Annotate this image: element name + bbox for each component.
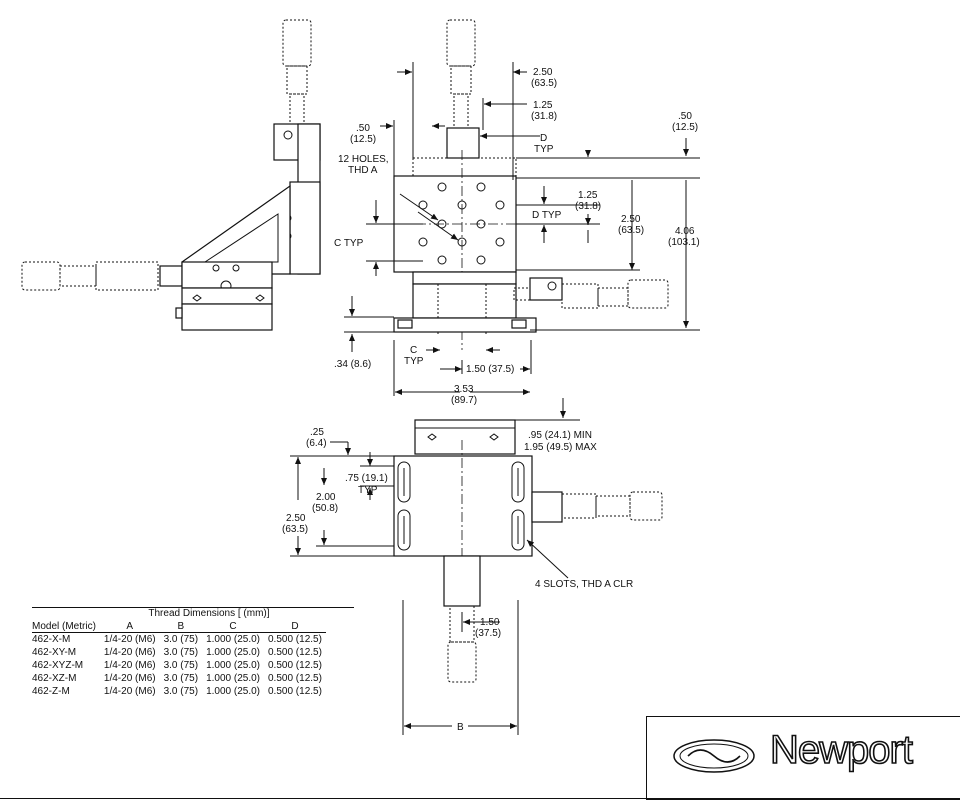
- dim-375-top-view: (37.5): [475, 628, 501, 639]
- cell: 0.500 (12.5): [268, 673, 322, 684]
- col-d: D: [264, 621, 326, 633]
- dim-50-right: .50: [678, 111, 692, 122]
- cell: 1/4-20 (M6): [103, 686, 156, 697]
- dim-125-left: (12.5): [350, 134, 376, 145]
- newport-logo-mark: [673, 739, 755, 773]
- cell: 1/4-20 (M6): [103, 647, 156, 658]
- cell: 3.0 (75): [163, 673, 199, 684]
- cell: 0.500 (12.5): [268, 647, 322, 658]
- c-label: C: [410, 345, 417, 356]
- cell: 462-X-M: [32, 634, 71, 645]
- cell: 0.500 (12.5): [268, 660, 322, 671]
- newport-logo-text: Newport: [769, 727, 914, 773]
- cell: 1/4-20 (M6): [103, 634, 156, 645]
- typ-label-2: TYP: [404, 356, 424, 367]
- holes-label-2: THD A: [348, 165, 378, 176]
- thread-dimensions-table: Thread Dimensions [ (mm)] Model (Metric)…: [32, 608, 326, 698]
- dim-250-top-view: 2.50: [286, 513, 306, 524]
- dim-150-375: 1.50 (37.5): [466, 364, 514, 375]
- top-view: .25 (6.4) .95 (24.1) MIN 1.95 (49.5) MAX…: [282, 398, 663, 735]
- cell: 1/4-20 (M6): [103, 673, 156, 684]
- cell: 1.000 (25.0): [206, 673, 260, 684]
- dim-95-min: .95 (24.1) MIN: [528, 430, 592, 441]
- dim-25: .25: [310, 427, 324, 438]
- dim-125-right: (12.5): [672, 122, 698, 133]
- dim-250-mid: 2.50: [621, 214, 641, 225]
- cell: 1.000 (25.0): [206, 647, 260, 658]
- dim-125-mid: 1.25: [578, 190, 598, 201]
- dim-897: (89.7): [451, 395, 477, 406]
- dim-34: .34 (8.6): [334, 359, 371, 370]
- dim-318-mid: (31.8): [575, 201, 601, 212]
- front-view: 2.50 (63.5) 1.25 (31.8) .50 (12.5) D TYP…: [334, 19, 700, 406]
- dim-635-mid: (63.5): [618, 225, 644, 236]
- dim-64: (6.4): [306, 438, 327, 449]
- slots-label: 4 SLOTS, THD A CLR: [535, 579, 633, 590]
- b-label: B: [457, 722, 464, 733]
- col-b: B: [159, 621, 203, 633]
- table-row: 462-X-M 1/4-20 (M6) 3.0 (75) 1.000 (25.0…: [32, 633, 326, 647]
- table-row: 462-XZ-M 1/4-20 (M6) 3.0 (75) 1.000 (25.…: [32, 672, 326, 685]
- table-header-row: Model (Metric) A B C D: [32, 621, 326, 633]
- dim-508: (50.8): [312, 503, 338, 514]
- dim-635-top-view: (63.5): [282, 524, 308, 535]
- col-a: A: [99, 621, 160, 633]
- c-typ-left: C TYP: [334, 238, 364, 249]
- cell: 1.000 (25.0): [206, 634, 260, 645]
- dim-75: .75 (19.1): [345, 473, 388, 484]
- dim-318-top: (31.8): [531, 111, 557, 122]
- typ-label-top: TYP: [358, 485, 378, 496]
- cell: 462-XZ-M: [32, 673, 77, 684]
- dim-1031: (103.1): [668, 237, 700, 248]
- typ-label-1: TYP: [534, 144, 554, 155]
- dim-250-top: 2.50: [533, 67, 553, 78]
- cell: 462-Z-M: [32, 686, 70, 697]
- col-c: C: [202, 621, 264, 633]
- cell: 1.000 (25.0): [206, 660, 260, 671]
- dim-125-top: 1.25: [533, 100, 553, 111]
- d-typ-label: D TYP: [532, 210, 562, 221]
- cell: 462-XYZ-M: [32, 660, 84, 671]
- table-row: 462-Z-M 1/4-20 (M6) 3.0 (75) 1.000 (25.0…: [32, 685, 326, 698]
- table-row: 462-XY-M 1/4-20 (M6) 3.0 (75) 1.000 (25.…: [32, 646, 326, 659]
- dim-406: 4.06: [675, 226, 695, 237]
- cell: 462-XY-M: [32, 647, 77, 658]
- table-title: Thread Dimensions [ (mm)]: [148, 608, 270, 619]
- cell: 1.000 (25.0): [206, 686, 260, 697]
- dim-353: 3.53: [454, 384, 474, 395]
- dim-635-top: (63.5): [531, 78, 557, 89]
- side-view: [21, 19, 321, 331]
- dim-195-max: 1.95 (49.5) MAX: [524, 442, 597, 453]
- cell: 1/4-20 (M6): [103, 660, 156, 671]
- holes-label-1: 12 HOLES,: [338, 154, 389, 165]
- cell: 0.500 (12.5): [268, 634, 322, 645]
- bottom-rule: [0, 798, 960, 799]
- cell: 3.0 (75): [163, 686, 199, 697]
- d-label: D: [540, 133, 547, 144]
- logo-box: [646, 716, 960, 800]
- cell: 3.0 (75): [163, 647, 199, 658]
- table-top-rule: [32, 607, 354, 608]
- cell: 0.500 (12.5): [268, 686, 322, 697]
- dim-200: 2.00: [316, 492, 336, 503]
- dim-150-top-view: 1.50: [480, 617, 500, 628]
- col-model: Model (Metric): [32, 621, 100, 633]
- dim-50-left: .50: [356, 123, 370, 134]
- cell: 3.0 (75): [163, 660, 199, 671]
- mounting-holes: [418, 182, 505, 265]
- cell: 3.0 (75): [163, 634, 199, 645]
- table-row: 462-XYZ-M 1/4-20 (M6) 3.0 (75) 1.000 (25…: [32, 659, 326, 672]
